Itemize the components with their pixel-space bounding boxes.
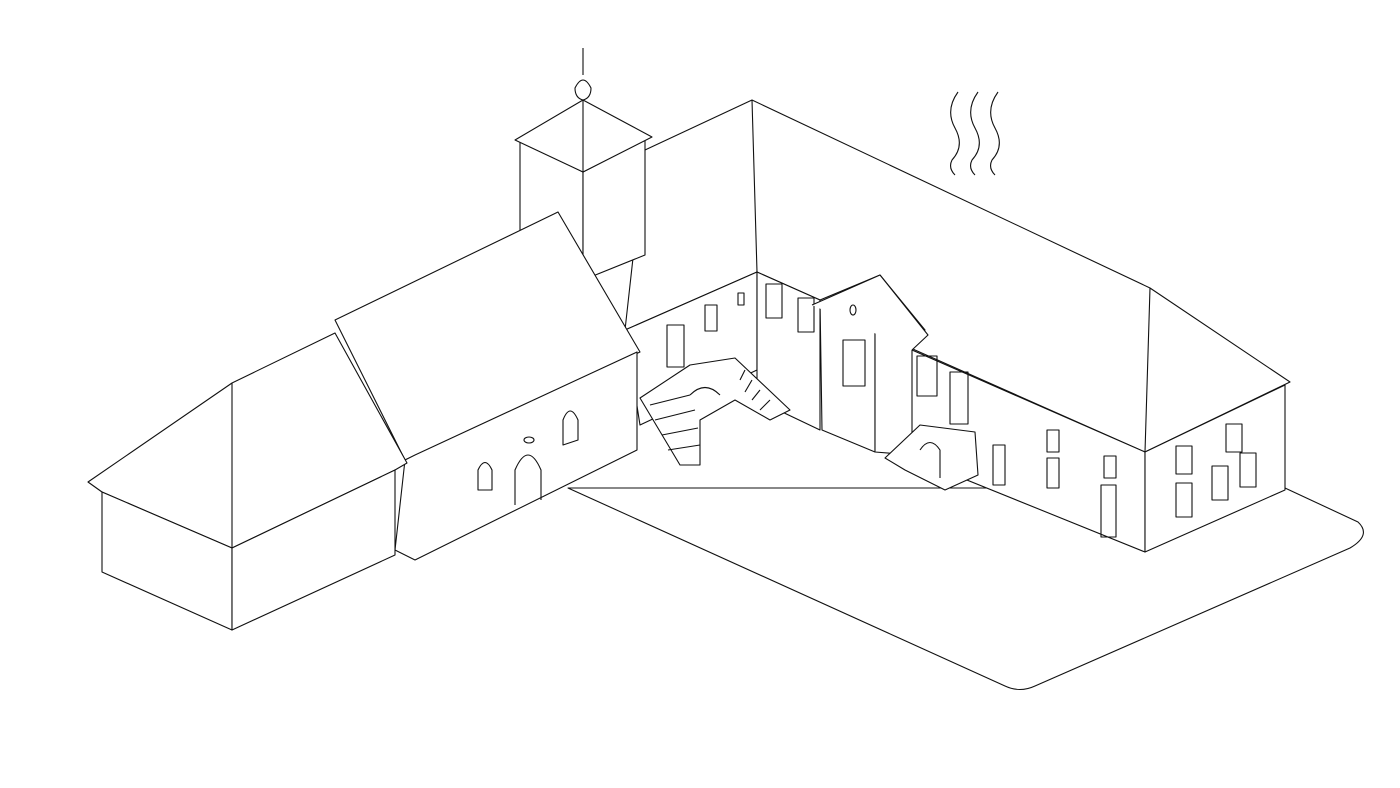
bell-tower: [515, 48, 652, 280]
doors: [667, 325, 1116, 537]
windows: [705, 284, 1256, 517]
courtyard-staircase: [640, 358, 790, 465]
central-gable-house: [812, 275, 978, 490]
gable-end-wall: [1145, 385, 1285, 552]
ground-plate: [568, 488, 1363, 690]
tower-finial: [575, 80, 591, 100]
small-porch: [885, 425, 978, 490]
courtyard-side-wall: [757, 272, 820, 430]
side-barn: [88, 333, 407, 630]
main-farmhouse: [625, 100, 1290, 552]
smoke-icon: [951, 92, 1000, 175]
chapel: [335, 212, 640, 560]
